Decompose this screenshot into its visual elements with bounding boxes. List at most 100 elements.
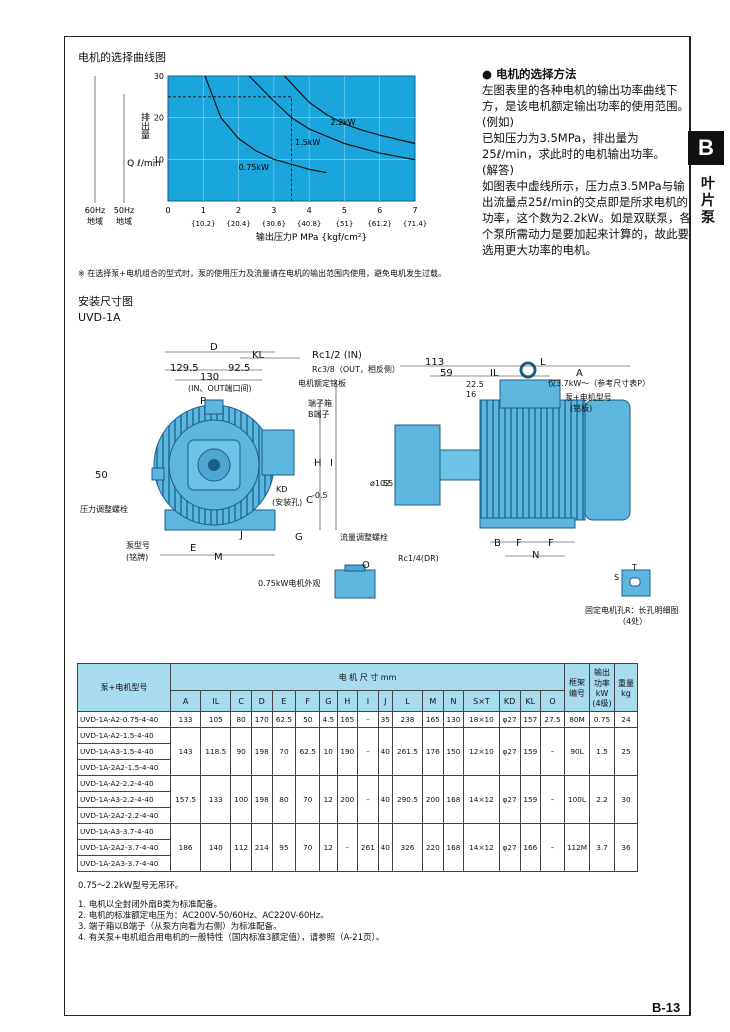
dim-16: 16 bbox=[466, 390, 477, 399]
dim-cell: 18×10 bbox=[463, 711, 500, 728]
dim-KD: KD bbox=[276, 485, 288, 494]
dim-KL: KL bbox=[252, 350, 265, 361]
dim-cell: 198 bbox=[250, 727, 273, 776]
dim-cell: 70 bbox=[271, 727, 297, 776]
chart-title: 电机的选择曲线图 bbox=[78, 51, 166, 64]
dim-F2: F bbox=[548, 538, 554, 549]
label-flow-bolt: 流量调整螺栓 bbox=[340, 533, 388, 542]
dim-92: 92.5 bbox=[228, 363, 251, 374]
dim-cell: 112 bbox=[230, 823, 252, 872]
dim-cell: 157 bbox=[519, 711, 542, 728]
x-tick-label: 0 bbox=[165, 206, 170, 215]
col-header: G bbox=[319, 690, 338, 712]
dim-cell: 261.5 bbox=[391, 727, 424, 776]
y-tick-label: 20 bbox=[154, 114, 164, 123]
dim-IL: IL bbox=[490, 368, 499, 379]
dim-cell: – bbox=[357, 711, 379, 728]
dim-A: A bbox=[576, 368, 583, 379]
dim-cell: 130 bbox=[442, 711, 465, 728]
power-cell: 2.2 bbox=[589, 775, 615, 824]
front-view bbox=[151, 399, 295, 531]
dim-cell: 261 bbox=[357, 823, 379, 872]
dim-cell: 118.5 bbox=[200, 727, 232, 776]
dim-113: 113 bbox=[425, 357, 445, 368]
label-075-view: 0.75kW电机外观 bbox=[258, 579, 321, 588]
dim-cell: – bbox=[357, 775, 379, 824]
table-row: UVD-1A-2A3-3.7-4-40 bbox=[77, 855, 638, 872]
selection-method: ● 电机的选择方法 左图表里的各种电机的输出功率曲线下方，是该电机额定输出功率的… bbox=[482, 66, 692, 258]
dim-cell: 62.5 bbox=[271, 711, 297, 728]
model-cell: UVD-1A-A2-1.5-4-40 bbox=[77, 727, 171, 744]
header-model: 泵+电机型号 bbox=[77, 663, 171, 712]
dim-cell: 70 bbox=[295, 823, 321, 872]
weight-cell: 30 bbox=[614, 775, 638, 824]
label-hole: (安装孔) bbox=[272, 498, 303, 507]
x-tick-label: 5 bbox=[342, 206, 347, 215]
dim-129: 129.5 bbox=[170, 363, 199, 374]
dim-cell: – bbox=[336, 823, 359, 872]
dim-cell: 12 bbox=[319, 775, 338, 824]
dim-cell: – bbox=[540, 775, 565, 824]
dim-cell: 165 bbox=[336, 711, 359, 728]
model-cell: UVD-1A-2A2-2.2-4-40 bbox=[77, 807, 171, 824]
col-header: L bbox=[391, 690, 424, 712]
side-view bbox=[394, 361, 631, 529]
header-weight: 重量 kg bbox=[614, 663, 638, 712]
y-axis-unit: Q ℓ/min bbox=[127, 159, 161, 169]
label-bterm: B端子 bbox=[308, 410, 330, 419]
col-header: IL bbox=[200, 690, 232, 712]
dim-130: 130 bbox=[200, 372, 220, 383]
y-tick-label: 30 bbox=[154, 72, 164, 81]
dim-cell: 133 bbox=[200, 775, 232, 824]
col-header: KD bbox=[498, 690, 521, 712]
dim-T: T bbox=[632, 563, 637, 572]
dim-cell: 12 bbox=[319, 823, 338, 872]
dim-cell: 220 bbox=[422, 823, 444, 872]
dim-cell: 100 bbox=[230, 775, 252, 824]
dim-cell: φ27 bbox=[498, 727, 521, 776]
label-nameplate: 电机额定铭板 bbox=[298, 379, 346, 388]
header-dims: 电 机 尺 寸 mm bbox=[170, 663, 565, 691]
label-pumpmotor2: (铭板) bbox=[570, 404, 593, 413]
dim-cell: – bbox=[540, 823, 565, 872]
label-rc14: Rc1/4(DR) bbox=[398, 554, 439, 563]
dim-cell: 80 bbox=[271, 775, 297, 824]
series-label: 0.75kW bbox=[239, 163, 269, 172]
x-tick-label: 1 bbox=[201, 206, 206, 215]
x-subtick-label: {30.6} bbox=[262, 220, 287, 228]
dim-cell: 14×12 bbox=[463, 823, 500, 872]
x-tick-label: 2 bbox=[236, 206, 241, 215]
freq-label: 60Hz bbox=[85, 206, 105, 215]
motor-075-view bbox=[334, 564, 376, 599]
model-cell: UVD-1A-A3-3.7-4-40 bbox=[77, 823, 171, 840]
dim-C: C bbox=[306, 495, 313, 506]
weight-cell: 25 bbox=[614, 727, 638, 776]
method-title: ● 电机的选择方法 bbox=[482, 67, 577, 81]
page-number: B-13 bbox=[652, 1000, 681, 1015]
dim-cell: 166 bbox=[519, 823, 542, 872]
method-para: 已知压力为3.5MPa，排出量为25ℓ/min，求此时的电机输出功率。 bbox=[482, 131, 665, 161]
dim-cell: 326 bbox=[391, 823, 424, 872]
dim-cell: 190 bbox=[336, 727, 359, 776]
dim-cell: 95 bbox=[271, 823, 297, 872]
dim-M: M bbox=[214, 552, 223, 563]
x-subtick-label: {71.4} bbox=[403, 220, 428, 228]
method-para: 如图表中虚线所示，压力点3.5MPa与输出流量点25ℓ/min的交点即是所求电机… bbox=[482, 179, 691, 257]
series-label: 1.5kW bbox=[295, 138, 320, 147]
frame-cell: 100L bbox=[564, 775, 590, 824]
method-para: (解答) bbox=[482, 163, 514, 177]
col-header: S×T bbox=[463, 690, 500, 712]
dim-cell: 165 bbox=[422, 711, 444, 728]
label-fixhole2: （4处） bbox=[618, 617, 648, 626]
dim-cell: 159 bbox=[519, 775, 542, 824]
note: 2. 电机的标准额定电压为：AC200V-50/60Hz、AC220V-60Hz… bbox=[78, 911, 329, 921]
dim-N: N bbox=[532, 550, 540, 561]
dimension-drawing bbox=[151, 351, 651, 599]
label-pressure-bolt: 压力调整螺栓 bbox=[80, 505, 128, 514]
col-header: I bbox=[357, 690, 379, 712]
x-axis-label: 输出压力P MPa {kgf/cm²} bbox=[256, 231, 367, 243]
weight-cell: 36 bbox=[614, 823, 638, 872]
dim-cell: φ27 bbox=[498, 823, 521, 872]
